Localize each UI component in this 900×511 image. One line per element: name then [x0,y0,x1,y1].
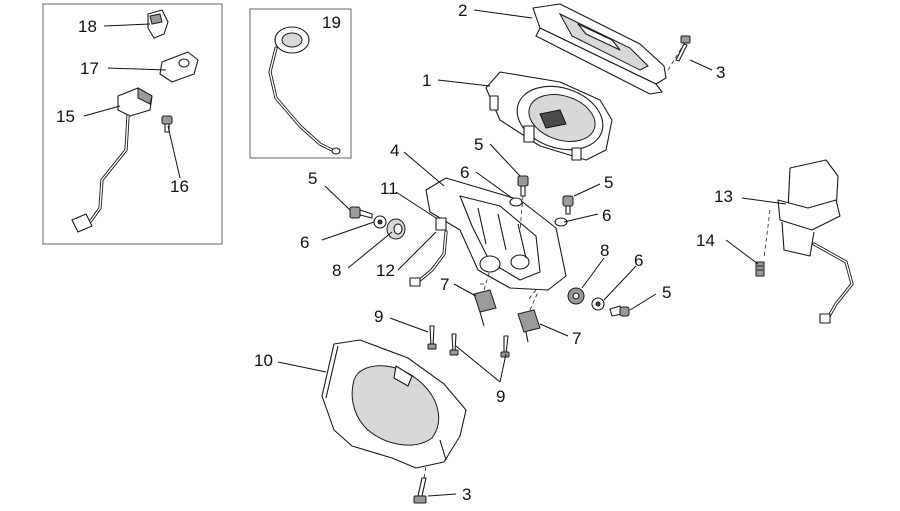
fasteners-center-top [509,175,529,231]
inset-box-19 [249,8,352,159]
callout-3-top: 3 [716,63,725,82]
callout-3-bottom: 3 [462,485,471,504]
callout-11: 11 [380,179,398,198]
callout-6-right: 6 [602,206,611,225]
part-2-instrument-cover [532,3,667,95]
callout-18: 18 [78,17,97,36]
part-10-lower-cover [321,339,467,469]
callout-labels: 2 1 3 4 5 6 5 6 5 11 6 8 12 8 6 5 7 7 9 … [56,1,733,504]
callout-12: 12 [376,261,395,280]
callout-15: 15 [56,107,75,126]
part-18-clip [147,9,169,39]
leader-lines [83,9,787,497]
callout-5-far-right: 5 [662,283,671,302]
part-15-sensor [71,87,153,233]
callout-6-far-right: 6 [634,251,643,270]
part-9-screws [427,325,510,358]
part-3-screw-top [667,35,691,71]
part-1-instrument-cluster [485,71,613,161]
callout-5-left: 5 [308,169,317,188]
callout-13: 13 [714,187,733,206]
callout-8-right: 8 [600,241,609,260]
callout-1: 1 [422,71,431,90]
callout-17: 17 [80,59,99,78]
callout-16: 16 [170,177,189,196]
callout-9-left: 9 [374,307,383,326]
fasteners-right [567,287,630,317]
callout-6-center: 6 [460,163,469,182]
callout-9-bottom: 9 [496,387,505,406]
callout-14: 14 [696,231,715,250]
part-19-cable [268,26,341,155]
part-17-bracket [159,51,199,83]
callout-4: 4 [390,141,399,160]
fasteners-left [349,206,406,240]
callout-7-left: 7 [440,275,449,294]
part-7-rubber-blocks [473,269,541,343]
fasteners-center-right [554,195,574,227]
part-3-screw-bottom [413,465,427,504]
part-16-screw [161,115,173,133]
callout-5-center: 5 [474,135,483,154]
callout-7-right: 7 [572,329,581,348]
callout-19: 19 [322,13,341,32]
part-13-unit [763,159,854,324]
callout-8-left: 8 [332,261,341,280]
part-4-instrument-bracket [425,177,567,301]
inset-box-left [42,3,223,245]
callout-5-right: 5 [604,173,613,192]
callout-6-left: 6 [300,233,309,252]
callout-2: 2 [458,1,467,20]
part-11-12-sensor-wire [409,217,448,287]
callout-10: 10 [254,351,273,370]
part-14-pin [755,261,765,277]
